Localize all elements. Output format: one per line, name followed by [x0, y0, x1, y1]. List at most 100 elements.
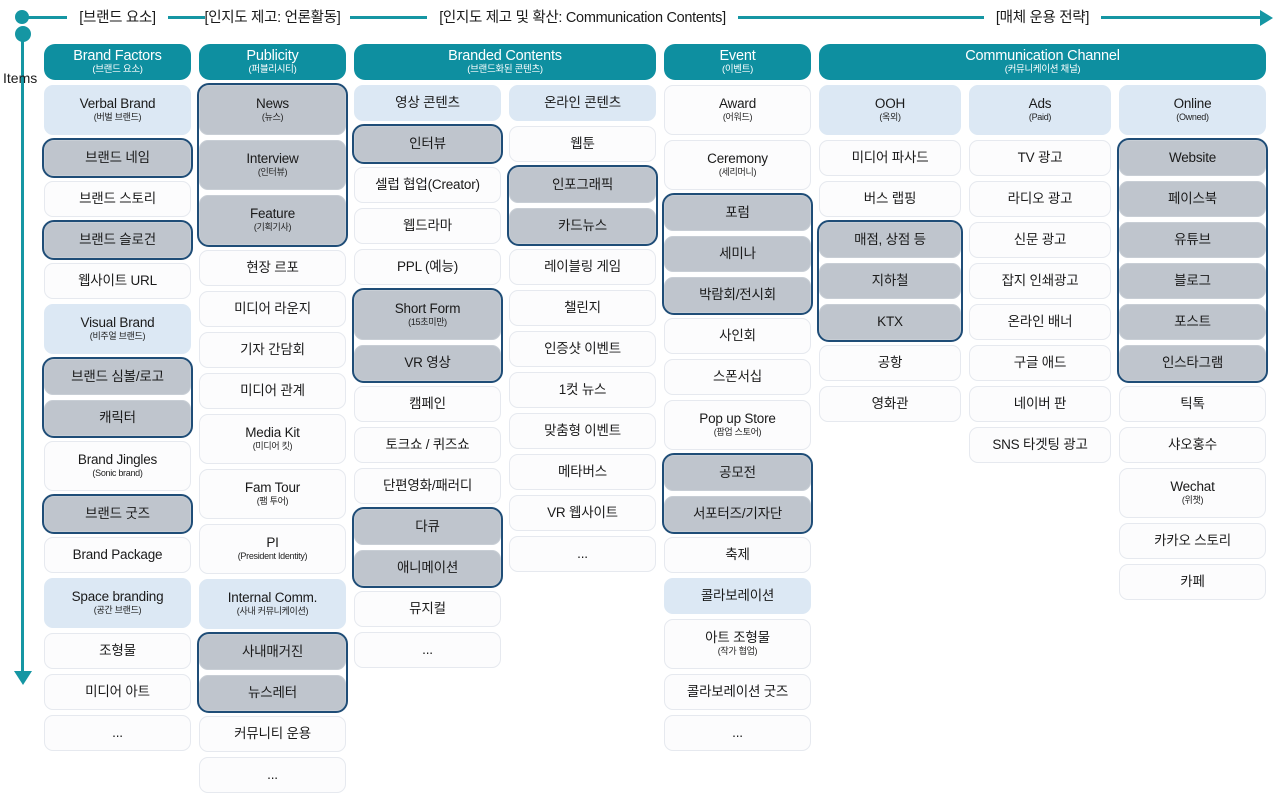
item-cell[interactable]: 영화관 [819, 386, 961, 422]
item-cell[interactable]: Short Form(15초미만) [354, 290, 501, 340]
item-cell[interactable]: 서포터즈/기자단 [664, 496, 811, 532]
group-header[interactable]: Communication Channel(커뮤니케이션 채널) [819, 44, 1266, 80]
item-cell[interactable]: 포스트 [1119, 304, 1266, 340]
item-cell[interactable]: VR 영상 [354, 345, 501, 381]
item-cell[interactable]: 커뮤니티 운용 [199, 716, 346, 752]
subgroup-header-cell[interactable]: Verbal Brand(버벌 브랜드) [44, 85, 191, 135]
item-cell[interactable]: 뉴스레터 [199, 675, 346, 711]
item-cell[interactable]: 조형물 [44, 633, 191, 669]
item-cell[interactable]: Fam Tour(팸 투어) [199, 469, 346, 519]
group-header[interactable]: Event(이벤트) [664, 44, 811, 80]
subgroup-header-cell[interactable]: Online(Owned) [1119, 85, 1266, 135]
item-cell[interactable]: Pop up Store(팝업 스토어) [664, 400, 811, 450]
item-cell[interactable]: 라디오 광고 [969, 181, 1111, 217]
group-header[interactable]: Branded Contents(브랜드화된 콘텐츠) [354, 44, 656, 80]
item-cell[interactable]: ... [664, 715, 811, 751]
item-cell[interactable]: 포럼 [664, 195, 811, 231]
item-cell[interactable]: 사내매거진 [199, 634, 346, 670]
item-cell[interactable]: Brand Package [44, 537, 191, 573]
item-cell[interactable]: 아트 조형물(작가 협업) [664, 619, 811, 669]
item-cell[interactable]: 카페 [1119, 564, 1266, 600]
item-cell[interactable]: 브랜드 심볼/로고 [44, 359, 191, 395]
item-cell[interactable]: PI(President Identity) [199, 524, 346, 574]
item-cell[interactable]: 레이블링 게임 [509, 249, 656, 285]
item-cell[interactable]: ... [509, 536, 656, 572]
item-cell[interactable]: KTX [819, 304, 961, 340]
item-cell[interactable]: 챌린지 [509, 290, 656, 326]
item-cell[interactable]: 블로그 [1119, 263, 1266, 299]
item-cell[interactable]: 버스 랩핑 [819, 181, 961, 217]
item-cell[interactable]: 셀럽 협업(Creator) [354, 167, 501, 203]
item-cell[interactable]: Media Kit(미디어 킷) [199, 414, 346, 464]
subgroup-header-cell[interactable]: Visual Brand(비주얼 브랜드) [44, 304, 191, 354]
item-cell[interactable]: 공모전 [664, 455, 811, 491]
item-cell[interactable]: ... [354, 632, 501, 668]
item-cell[interactable]: 인포그래픽 [509, 167, 656, 203]
item-cell[interactable]: 웹툰 [509, 126, 656, 162]
subgroup-header-cell[interactable]: 콜라보레이션 [664, 578, 811, 614]
group-header[interactable]: Brand Factors(브랜드 요소) [44, 44, 191, 80]
item-cell[interactable]: 캠페인 [354, 386, 501, 422]
item-cell[interactable]: 다큐 [354, 509, 501, 545]
item-cell[interactable]: 현장 르포 [199, 250, 346, 286]
item-cell[interactable]: 브랜드 슬로건 [44, 222, 191, 258]
item-cell[interactable]: 단편영화/패러디 [354, 468, 501, 504]
subgroup-header-cell[interactable]: 영상 콘텐츠 [354, 85, 501, 121]
item-cell[interactable]: ... [44, 715, 191, 751]
item-cell[interactable]: Interview(인터뷰) [199, 140, 346, 190]
item-cell[interactable]: Ceremony(세리머니) [664, 140, 811, 190]
item-cell[interactable]: 애니메이션 [354, 550, 501, 586]
item-cell[interactable]: 카드뉴스 [509, 208, 656, 244]
item-cell[interactable]: 인스타그램 [1119, 345, 1266, 381]
item-cell[interactable]: Award(어워드) [664, 85, 811, 135]
item-cell[interactable]: 브랜드 굿즈 [44, 496, 191, 532]
item-cell[interactable]: 페이스북 [1119, 181, 1266, 217]
group-header[interactable]: Publicity(퍼블리시티) [199, 44, 346, 80]
item-cell[interactable]: 틱톡 [1119, 386, 1266, 422]
item-cell[interactable]: 축제 [664, 537, 811, 573]
item-cell[interactable]: 메타버스 [509, 454, 656, 490]
item-cell[interactable]: 유튜브 [1119, 222, 1266, 258]
item-cell[interactable]: 세미나 [664, 236, 811, 272]
item-cell[interactable]: 온라인 배너 [969, 304, 1111, 340]
item-cell[interactable]: Feature(기획기사) [199, 195, 346, 245]
item-cell[interactable]: 박람회/전시회 [664, 277, 811, 313]
item-cell[interactable]: PPL (예능) [354, 249, 501, 285]
item-cell[interactable]: Wechat(위챗) [1119, 468, 1266, 518]
subgroup-header-cell[interactable]: Internal Comm.(사내 커뮤니케이션) [199, 579, 346, 629]
subgroup-header-cell[interactable]: Ads(Paid) [969, 85, 1111, 135]
item-cell[interactable]: 뮤지컬 [354, 591, 501, 627]
item-cell[interactable]: 인터뷰 [354, 126, 501, 162]
item-cell[interactable]: 미디어 파사드 [819, 140, 961, 176]
item-cell[interactable]: 웹드라마 [354, 208, 501, 244]
item-cell[interactable]: 지하철 [819, 263, 961, 299]
item-cell[interactable]: 사인회 [664, 318, 811, 354]
subgroup-header-cell[interactable]: Space branding(공간 브랜드) [44, 578, 191, 628]
item-cell[interactable]: News(뉴스) [199, 85, 346, 135]
item-cell[interactable]: 네이버 판 [969, 386, 1111, 422]
item-cell[interactable]: 캐릭터 [44, 400, 191, 436]
item-cell[interactable]: 1컷 뉴스 [509, 372, 656, 408]
item-cell[interactable]: 브랜드 스토리 [44, 181, 191, 217]
item-cell[interactable]: 신문 광고 [969, 222, 1111, 258]
item-cell[interactable]: TV 광고 [969, 140, 1111, 176]
item-cell[interactable]: Website [1119, 140, 1266, 176]
item-cell[interactable]: SNS 타겟팅 광고 [969, 427, 1111, 463]
item-cell[interactable]: ... [199, 757, 346, 793]
subgroup-header-cell[interactable]: 온라인 콘텐츠 [509, 85, 656, 121]
item-cell[interactable]: 스폰서십 [664, 359, 811, 395]
item-cell[interactable]: 미디어 라운지 [199, 291, 346, 327]
item-cell[interactable]: 잡지 인쇄광고 [969, 263, 1111, 299]
item-cell[interactable]: 샤오홍수 [1119, 427, 1266, 463]
item-cell[interactable]: 카카오 스토리 [1119, 523, 1266, 559]
item-cell[interactable]: 매점, 상점 등 [819, 222, 961, 258]
item-cell[interactable]: VR 웹사이트 [509, 495, 656, 531]
item-cell[interactable]: 미디어 아트 [44, 674, 191, 710]
item-cell[interactable]: 브랜드 네임 [44, 140, 191, 176]
item-cell[interactable]: 인증샷 이벤트 [509, 331, 656, 367]
item-cell[interactable]: Brand Jingles(Sonic brand) [44, 441, 191, 491]
item-cell[interactable]: 웹사이트 URL [44, 263, 191, 299]
item-cell[interactable]: 미디어 관계 [199, 373, 346, 409]
subgroup-header-cell[interactable]: OOH(옥외) [819, 85, 961, 135]
item-cell[interactable]: 구글 애드 [969, 345, 1111, 381]
